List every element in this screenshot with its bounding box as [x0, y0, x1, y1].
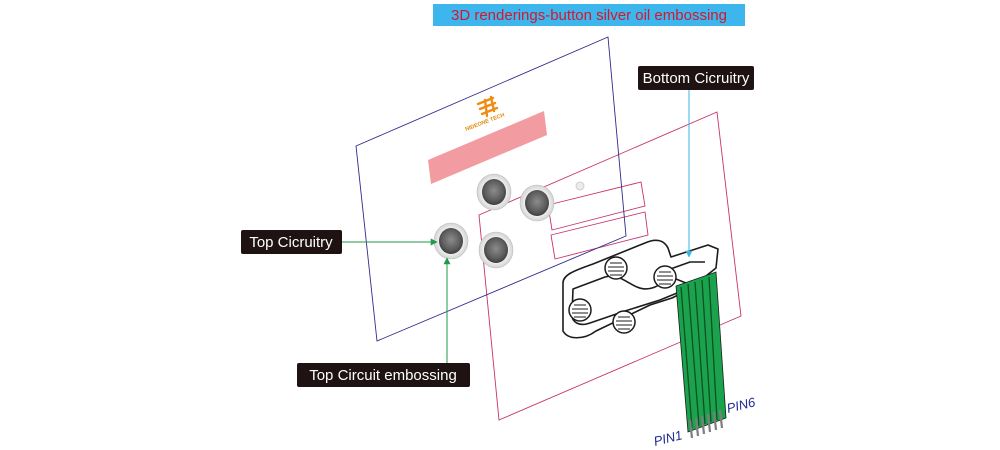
trace-outer-loop	[562, 239, 719, 339]
label-bottom-circuitry-bg	[638, 66, 754, 90]
leader-lines	[342, 89, 693, 363]
button-top-right	[519, 184, 555, 222]
label-top-circuit-embossing: Top Circuit embossing	[297, 363, 470, 387]
label-top-circuitry-bg	[241, 230, 342, 254]
label-top-circuit-embossing-text: Top Circuit embossing	[309, 367, 457, 384]
led-dot	[575, 181, 585, 191]
label-top-circuitry: Top Cicruitry	[241, 230, 342, 254]
pad-2	[653, 265, 677, 289]
title-background	[433, 4, 745, 26]
pin-first-label: PIN1	[652, 427, 684, 449]
bottom-layer	[478, 111, 742, 421]
nideone-logo: NIDEONE TECH	[465, 95, 506, 133]
bottom-layer-window-upper	[547, 181, 646, 231]
pad-3	[568, 298, 592, 322]
tail-body	[675, 271, 727, 433]
title-text: 3D renderings-button silver oil embossin…	[451, 7, 727, 24]
embossed-buttons	[433, 173, 585, 269]
contact-pads	[568, 256, 677, 334]
bottom-layer-window-lower	[550, 211, 649, 260]
button-top-left	[476, 173, 512, 211]
flex-tail	[675, 271, 727, 439]
logo-mark-icon	[476, 95, 499, 118]
button-bottom-left	[433, 222, 469, 260]
button-bottom-right	[478, 231, 514, 269]
bottom-layer-outline	[478, 111, 742, 421]
pin-last-label: PIN6	[725, 394, 757, 416]
label-bottom-circuitry-text: Bottom Cicruitry	[643, 70, 750, 87]
logo-text: NIDEONE TECH	[465, 112, 506, 133]
display-window	[428, 111, 547, 184]
label-top-circuitry-text: Top Cicruitry	[249, 234, 333, 251]
tail-pins	[688, 409, 724, 439]
label-top-circuit-embossing-bg	[297, 363, 470, 387]
pad-4	[612, 310, 636, 334]
title-banner: 3D renderings-button silver oil embossin…	[433, 4, 745, 26]
label-bottom-circuitry: Bottom Cicruitry	[638, 66, 754, 90]
tail-traces	[680, 276, 718, 429]
top-layer-outline	[355, 36, 627, 342]
pad-1	[604, 256, 628, 280]
